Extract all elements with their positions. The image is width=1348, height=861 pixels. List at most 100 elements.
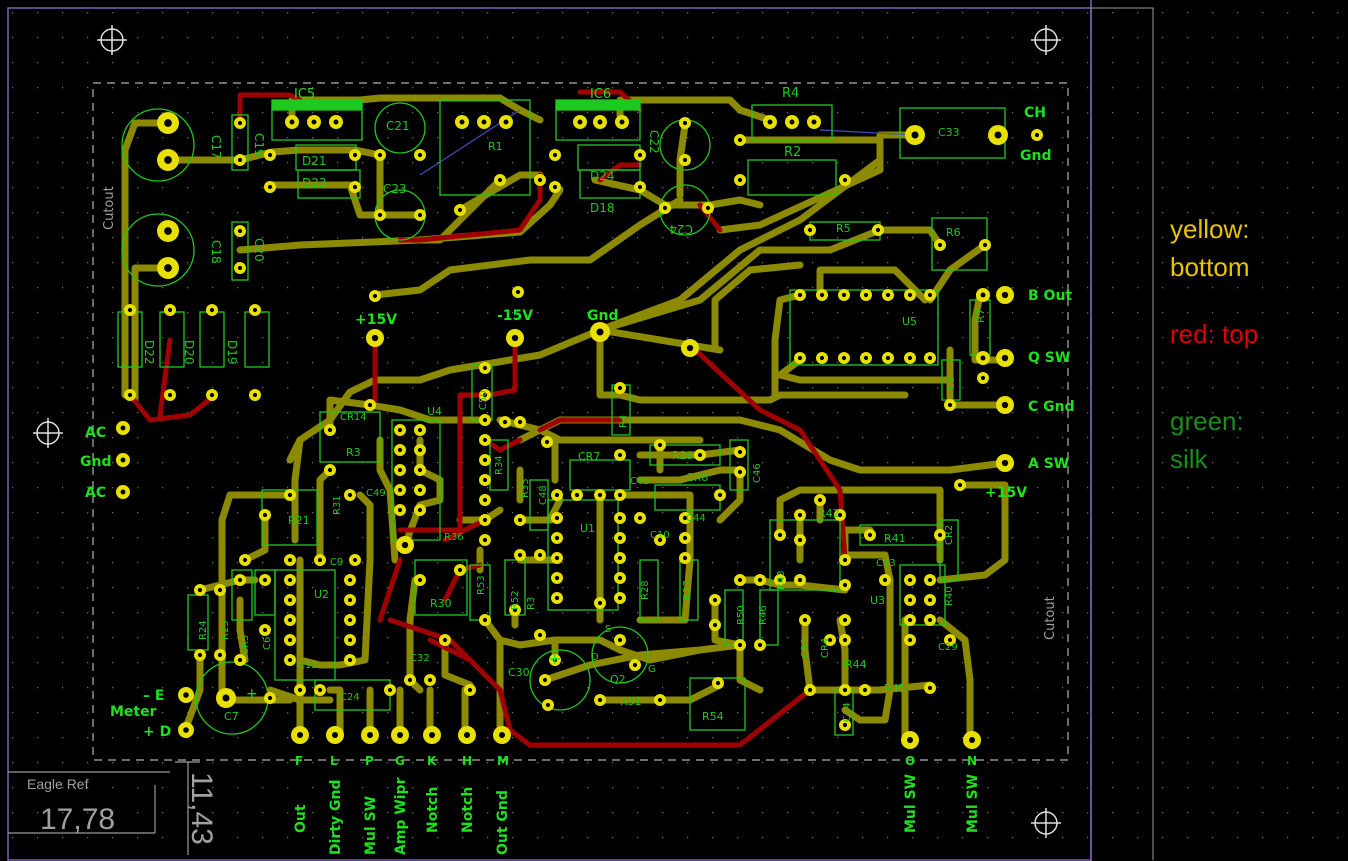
pad-hole <box>197 587 203 593</box>
pad-hole <box>222 694 230 702</box>
legend-bottom: yellow:bottom <box>1170 214 1250 282</box>
pad-hole <box>597 697 603 703</box>
pad-hole <box>927 685 933 691</box>
pad-hole <box>503 119 509 125</box>
pad-hole <box>737 469 743 475</box>
pad-hole <box>863 355 869 361</box>
pad-hole <box>797 537 803 543</box>
pad-hole <box>842 177 848 183</box>
pad-hole <box>387 687 393 693</box>
bottom-pad-label: Out <box>293 804 309 833</box>
pad-hole <box>482 417 488 423</box>
svg-text:C22: C22 <box>647 130 661 154</box>
svg-text:C32: C32 <box>410 653 430 664</box>
label-b-out: B Out <box>1028 288 1072 304</box>
pad-hole <box>317 687 323 693</box>
pad-hole <box>682 120 688 126</box>
pad-hole <box>574 492 580 498</box>
svg-text:C48: C48 <box>538 485 549 505</box>
pad-hole <box>907 292 913 298</box>
pad-hole <box>482 497 488 503</box>
pad-hole <box>545 702 551 708</box>
pad-hole <box>367 732 373 738</box>
pad-hole <box>502 419 508 425</box>
pad-hole <box>994 131 1002 139</box>
pad-hole <box>517 552 523 558</box>
pad-hole <box>842 687 848 693</box>
pad-hole <box>417 577 423 583</box>
svg-text:C24: C24 <box>669 222 693 236</box>
bottom-pad-label: Mul SW <box>965 774 981 833</box>
pad-hole <box>347 617 353 623</box>
svg-text:R54: R54 <box>702 710 724 723</box>
svg-text:C20: C20 <box>252 238 266 262</box>
connector-labels: AC Gnd AC Meter – E + D CH Gnd B Out Q S… <box>80 105 1075 740</box>
svg-text:C49: C49 <box>366 488 386 499</box>
bottom-pad-letter: O <box>905 754 915 768</box>
svg-text:CR8: CR8 <box>686 471 708 484</box>
svg-text:R29: R29 <box>672 449 694 462</box>
pad-hole <box>347 637 353 643</box>
pad-hole <box>867 532 873 538</box>
pad-hole <box>969 737 975 743</box>
label-a-sw: A SW <box>1028 456 1069 472</box>
svg-text:C17: C17 <box>209 135 223 159</box>
svg-text:C12: C12 <box>298 660 318 671</box>
pad-hole <box>512 607 518 613</box>
pad-hole <box>841 292 847 298</box>
pad-hole <box>947 637 953 643</box>
bottom-pad-letter: L <box>330 754 338 768</box>
pad-hole <box>657 697 663 703</box>
pad-hole <box>907 355 913 361</box>
svg-text:+: + <box>246 686 258 702</box>
pad-hole <box>397 427 403 433</box>
q2-pin-s-label: S <box>605 624 611 635</box>
pad-hole <box>417 487 423 493</box>
pad-hole <box>797 355 803 361</box>
pad-hole <box>371 334 379 342</box>
pad-hole <box>442 637 448 643</box>
pad-hole <box>717 492 723 498</box>
svg-text:R1: R1 <box>488 140 503 153</box>
pad-hole <box>237 228 243 234</box>
label-c-gnd: C Gnd <box>1028 399 1075 415</box>
pad-hole <box>352 184 358 190</box>
svg-text:+: + <box>548 649 561 668</box>
pad-hole <box>167 307 173 313</box>
pad-hole <box>262 627 268 633</box>
svg-text:R4: R4 <box>782 86 799 101</box>
pad-hole <box>682 535 688 541</box>
legend-top: red: top <box>1170 319 1259 349</box>
pad-hole <box>554 535 560 541</box>
pad-hole <box>697 452 703 458</box>
pad-hole <box>554 595 560 601</box>
bottom-pad-letter: M <box>497 754 509 768</box>
svg-text:D22: D22 <box>142 340 156 365</box>
pad-hole <box>927 355 933 361</box>
label-q-sw: Q SW <box>1028 350 1070 366</box>
pad-hole <box>209 392 215 398</box>
svg-text:R30: R30 <box>430 597 452 610</box>
svg-text:CR2: CR2 <box>944 525 955 545</box>
pad-hole <box>617 555 623 561</box>
pad-hole <box>577 119 583 125</box>
pad-hole <box>511 334 519 342</box>
svg-text:C23: C23 <box>383 182 407 196</box>
svg-text:IC6: IC6 <box>590 87 611 102</box>
svg-text:R4: R4 <box>618 415 629 428</box>
pad-hole <box>164 156 172 164</box>
pad-hole <box>164 227 172 235</box>
pad-hole <box>597 600 603 606</box>
board-outline <box>7 0 1154 861</box>
pad-hole <box>397 507 403 513</box>
pad-hole <box>237 120 243 126</box>
pad-hole <box>287 617 293 623</box>
pad-hole <box>837 512 843 518</box>
label-gnd-right: Gnd <box>1020 148 1051 164</box>
pad-hole <box>217 652 223 658</box>
bottom-pad-letter: N <box>967 754 977 768</box>
pad-hole <box>662 205 668 211</box>
label-p15v-right: +15V <box>985 485 1027 501</box>
svg-text:R7: R7 <box>974 308 987 323</box>
